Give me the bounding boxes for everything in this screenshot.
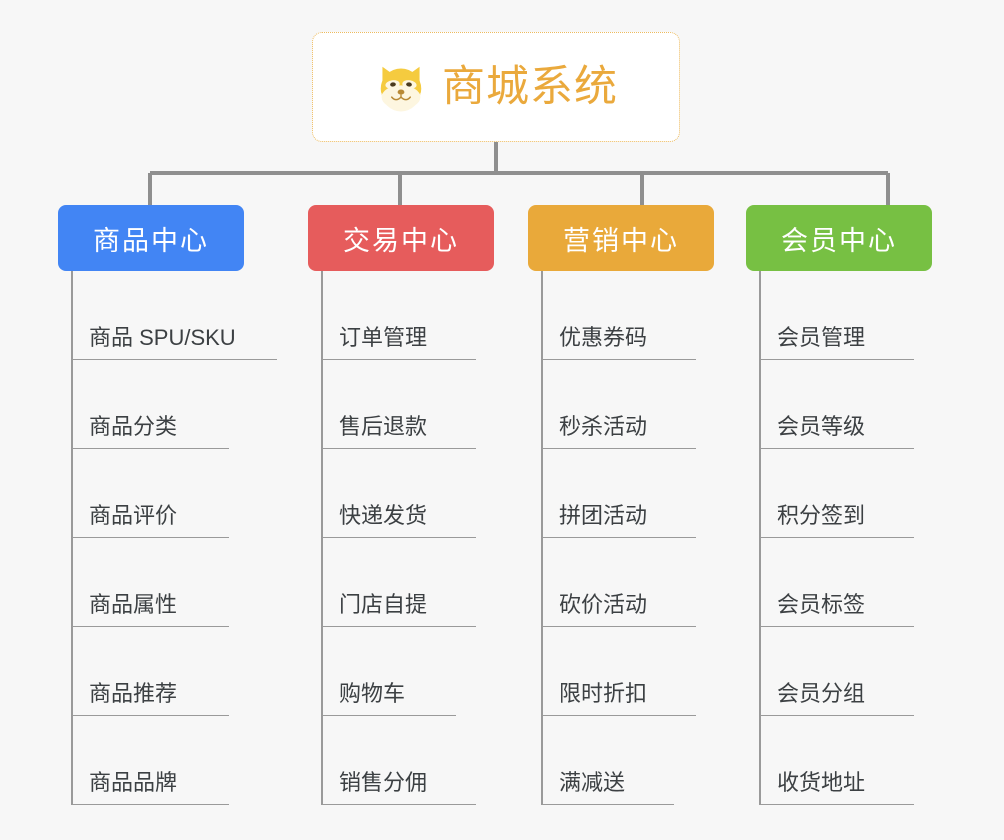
branch-spine: [321, 271, 323, 805]
category-label: 商品中心: [93, 225, 209, 256]
leaf-label: 会员分组: [777, 680, 866, 706]
leaf-underline: [541, 447, 696, 449]
leaf-underline: [759, 625, 914, 627]
leaf-underline: [321, 714, 456, 716]
branch-spine: [759, 271, 761, 805]
leaf-label: 积分签到: [777, 502, 866, 528]
leaf-underline: [759, 447, 914, 449]
leaf-label: 商品评价: [89, 502, 178, 528]
category-label: 会员中心: [781, 225, 897, 256]
leaf-underline: [541, 358, 696, 360]
leaf-label: 商品推荐: [89, 680, 178, 706]
leaf-label: 砍价活动: [559, 591, 648, 617]
category-label: 交易中心: [343, 225, 459, 256]
leaf-label: 收货地址: [777, 769, 866, 795]
leaf-underline: [541, 803, 674, 805]
leaf-item[interactable]: 会员分组: [746, 627, 932, 716]
category-box-3[interactable]: 营销中心: [528, 205, 714, 271]
leaf-label: 会员管理: [777, 324, 866, 350]
leaf-item[interactable]: 商品 SPU/SKU: [58, 271, 277, 360]
leaf-item[interactable]: 订单管理: [308, 271, 494, 360]
branch-column-1: 商品中心 商品 SPU/SKU 商品分类 商品评价 商品属性 商品推荐: [58, 205, 277, 805]
leaf-item[interactable]: 拼团活动: [528, 449, 714, 538]
leaf-label: 售后退款: [339, 413, 428, 439]
branch-spine: [541, 271, 543, 805]
leaf-label: 购物车: [339, 680, 406, 706]
branch-column-4: 会员中心 会员管理 会员等级 积分签到 会员标签 会员分组: [746, 205, 932, 805]
leaf-label: 会员标签: [777, 591, 866, 617]
leaf-underline: [759, 358, 914, 360]
category-label: 营销中心: [563, 225, 679, 256]
leaf-underline: [321, 536, 476, 538]
leaf-item[interactable]: 销售分佣: [308, 716, 494, 805]
leaf-label: 会员等级: [777, 413, 866, 439]
branch-column-3: 营销中心 优惠券码 秒杀活动 拼团活动 砍价活动 限时折扣: [528, 205, 714, 805]
branch-column-2: 交易中心 订单管理 售后退款 快递发货 门店自提 购物车: [308, 205, 494, 805]
leaf-list-1: 商品 SPU/SKU 商品分类 商品评价 商品属性 商品推荐 商品品牌: [58, 271, 277, 805]
leaf-underline: [321, 625, 476, 627]
leaf-item[interactable]: 优惠券码: [528, 271, 714, 360]
leaf-underline: [759, 714, 914, 716]
leaf-item[interactable]: 积分签到: [746, 449, 932, 538]
leaf-underline: [71, 625, 229, 627]
leaf-underline: [759, 536, 914, 538]
leaf-label: 限时折扣: [559, 680, 648, 706]
leaf-label: 商品品牌: [89, 769, 178, 795]
leaf-item[interactable]: 收货地址: [746, 716, 932, 805]
leaf-item[interactable]: 会员等级: [746, 360, 932, 449]
leaf-underline: [71, 358, 277, 360]
leaf-underline: [321, 447, 476, 449]
leaf-item[interactable]: 砍价活动: [528, 538, 714, 627]
leaf-label: 商品属性: [89, 591, 178, 617]
branch-spine: [71, 271, 73, 805]
leaf-underline: [321, 358, 476, 360]
category-box-2[interactable]: 交易中心: [308, 205, 494, 271]
shiba-dog-emoji-icon: [380, 66, 422, 112]
leaf-list-3: 优惠券码 秒杀活动 拼团活动 砍价活动 限时折扣 满减送: [528, 271, 714, 805]
leaf-list-4: 会员管理 会员等级 积分签到 会员标签 会员分组 收货地址: [746, 271, 932, 805]
leaf-item[interactable]: 商品推荐: [58, 627, 244, 716]
leaf-item[interactable]: 限时折扣: [528, 627, 714, 716]
leaf-underline: [71, 447, 229, 449]
leaf-item[interactable]: 购物车: [308, 627, 494, 716]
leaf-item[interactable]: 商品属性: [58, 538, 244, 627]
leaf-underline: [71, 536, 229, 538]
leaf-underline: [541, 625, 696, 627]
leaf-label: 销售分佣: [339, 769, 428, 795]
leaf-item[interactable]: 会员管理: [746, 271, 932, 360]
leaf-underline: [759, 803, 914, 805]
leaf-item[interactable]: 售后退款: [308, 360, 494, 449]
leaf-item[interactable]: 商品品牌: [58, 716, 244, 805]
leaf-item[interactable]: 满减送: [528, 716, 714, 805]
leaf-item[interactable]: 秒杀活动: [528, 360, 714, 449]
leaf-underline: [541, 714, 696, 716]
category-box-1[interactable]: 商品中心: [58, 205, 244, 271]
leaf-item[interactable]: 商品分类: [58, 360, 244, 449]
root-title: 商城系统: [442, 62, 618, 111]
leaf-label: 优惠券码: [559, 324, 648, 350]
leaf-item[interactable]: 快递发货: [308, 449, 494, 538]
leaf-item[interactable]: 门店自提: [308, 538, 494, 627]
category-box-4[interactable]: 会员中心: [746, 205, 932, 271]
leaf-label: 订单管理: [339, 324, 428, 350]
leaf-list-2: 订单管理 售后退款 快递发货 门店自提 购物车 销售分佣: [308, 271, 494, 805]
leaf-underline: [321, 803, 476, 805]
leaf-label: 秒杀活动: [559, 413, 648, 439]
leaf-underline: [541, 536, 696, 538]
leaf-underline: [71, 714, 229, 716]
leaf-label: 满减送: [559, 769, 626, 795]
root-node[interactable]: 商城系统: [312, 32, 680, 142]
leaf-label: 快递发货: [339, 502, 428, 528]
leaf-label: 商品 SPU/SKU: [89, 324, 236, 350]
leaf-label: 商品分类: [89, 413, 178, 439]
leaf-label: 拼团活动: [559, 502, 648, 528]
leaf-label: 门店自提: [339, 591, 428, 617]
leaf-item[interactable]: 会员标签: [746, 538, 932, 627]
leaf-item[interactable]: 商品评价: [58, 449, 244, 538]
leaf-underline: [71, 803, 229, 805]
